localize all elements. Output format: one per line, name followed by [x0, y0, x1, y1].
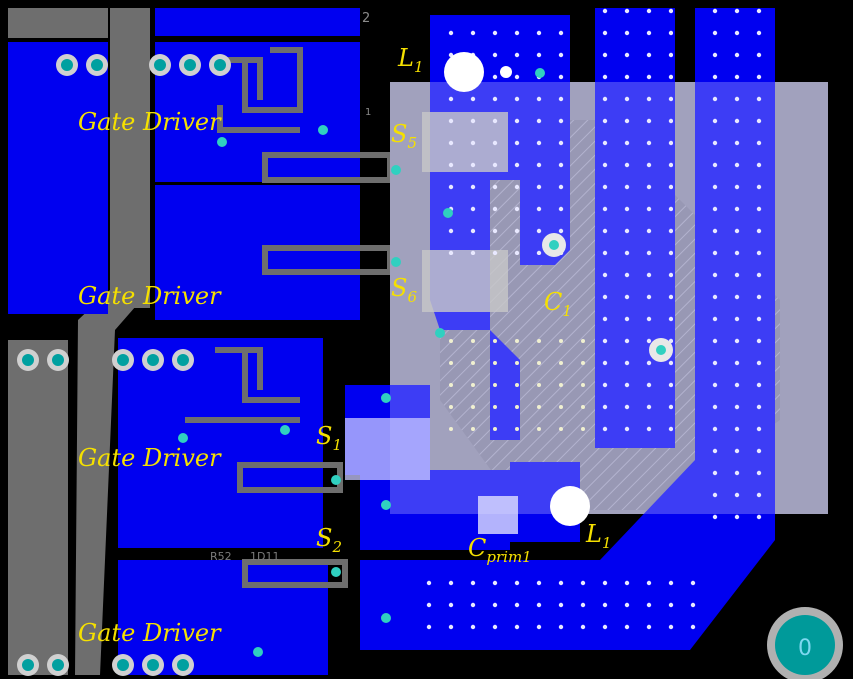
via-array-5: [440, 330, 520, 440]
switch-s6-overlay: [422, 250, 508, 312]
c1-terminal-1-inner: [549, 240, 559, 250]
silk-ref-1d11: 1D11: [250, 550, 279, 563]
silk-mark-1: 1: [365, 107, 371, 118]
gate-driver-pour-top: [155, 8, 360, 36]
gate-driver-label-1: Gate Driver: [78, 108, 222, 136]
through-hole-pads: [17, 54, 231, 676]
switch-s1-overlay: [345, 418, 430, 480]
gate-driver-label-4: Gate Driver: [78, 619, 222, 647]
gate-driver-pour-3: [118, 338, 323, 548]
mounting-pad-number: 0: [798, 636, 812, 661]
l1-terminal-top: [444, 52, 484, 92]
via-array-3: [698, 8, 773, 528]
c1-terminal-2-inner: [656, 345, 666, 355]
via-array-1: [440, 15, 568, 255]
via-array-2: [598, 8, 673, 438]
label-s2: S2: [316, 524, 342, 556]
via-array-6: [520, 330, 590, 440]
silk-mark-2: 2: [362, 11, 370, 26]
diagonal-grey-bus: [75, 290, 150, 675]
mounting-pad-inner: [775, 615, 835, 675]
label-c1: C1: [544, 288, 572, 320]
label-cprim1: Cprim1: [468, 534, 532, 566]
vertical-grey-bus: [110, 8, 150, 308]
power-copper-right-column: [360, 8, 775, 650]
label-s6: S6: [391, 274, 417, 306]
silk-ref-r52: R52: [210, 550, 232, 563]
signal-vias: [178, 68, 545, 657]
l1-terminal-bottom: [550, 486, 590, 526]
label-l1-bottom: L1: [585, 520, 611, 552]
gate-driver-pour-2: [155, 185, 360, 320]
left-grey-strip: [8, 340, 68, 675]
l1-terminal-top-small: [500, 66, 512, 78]
via-array-4: [420, 565, 700, 645]
top-grey-strip: [8, 8, 108, 38]
gate-driver-pour-top-left: [8, 42, 108, 314]
gate-driver-label-3: Gate Driver: [78, 444, 222, 472]
label-s5: S5: [391, 120, 417, 152]
gate-driver-label-2: Gate Driver: [78, 282, 222, 310]
cprim-footprint: [478, 496, 518, 534]
label-s1: S1: [316, 422, 342, 454]
label-l1-top: L1: [397, 44, 423, 76]
